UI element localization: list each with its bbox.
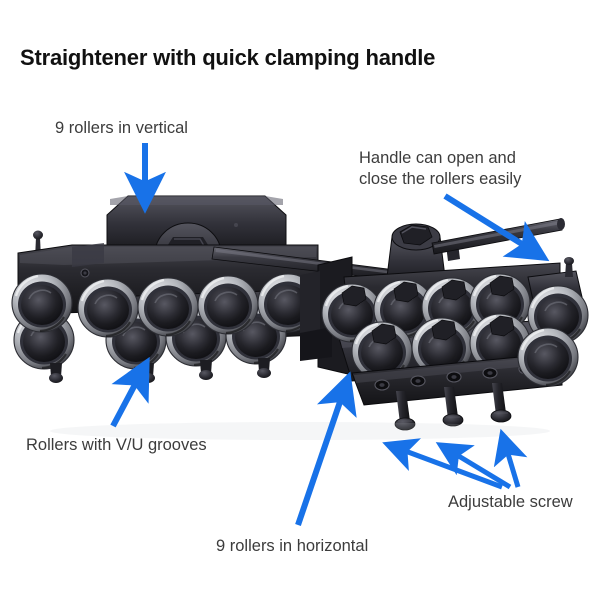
callout-label-rollers-vu: Rollers with V/U grooves (26, 436, 207, 454)
callout-label-rollers-horizontal: 9 rollers in horizontal (216, 537, 369, 555)
product-photo (0, 185, 600, 460)
page-title: Straightener with quick clamping handle (20, 45, 436, 70)
callout-label-handle-line1: Handle can open and (359, 149, 516, 167)
callout-label-handle-line2: close the rollers easily (359, 170, 522, 189)
callout-label-adjustable-screw: Adjustable screw (448, 493, 573, 511)
callout-label-handle: Handle can open and close the rollers ea… (359, 148, 579, 190)
callout-label-rollers-vertical: 9 rollers in vertical (55, 119, 188, 137)
